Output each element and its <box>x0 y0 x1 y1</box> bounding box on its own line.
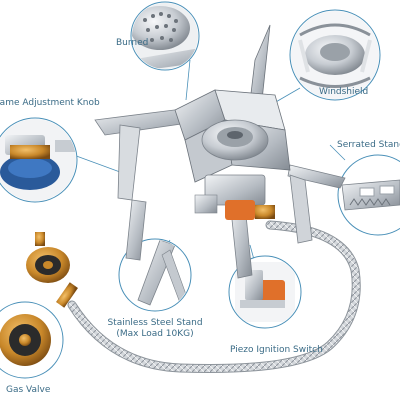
gas-hose <box>67 220 361 373</box>
stove-valve-body <box>194 174 275 220</box>
label-piezo: Piezo Ignition Switch <box>230 345 323 355</box>
label-burned: Burned <box>116 38 149 48</box>
stove-burner <box>201 119 269 161</box>
inset-knob <box>0 117 78 203</box>
label-flame-knob: Flame Adjustment Knob <box>0 98 100 108</box>
inset-serrated <box>337 154 400 236</box>
label-stainless-stand-line1: Stainless Steel Stand <box>107 318 203 328</box>
inset-gas-valve <box>0 301 64 379</box>
label-serrated-stand: Serrated Stand <box>337 140 400 150</box>
label-windshield: Windshield <box>319 87 369 97</box>
inset-windshield <box>289 9 381 101</box>
label-stainless-stand: Stainless Steel Stand (Max Load 10KG) <box>100 318 210 340</box>
label-stainless-stand-line2: (Max Load 10KG) <box>116 329 194 339</box>
label-gas-valve: Gas Valve <box>6 385 51 395</box>
inset-burner <box>130 1 200 71</box>
main-gas-valve <box>26 232 78 308</box>
